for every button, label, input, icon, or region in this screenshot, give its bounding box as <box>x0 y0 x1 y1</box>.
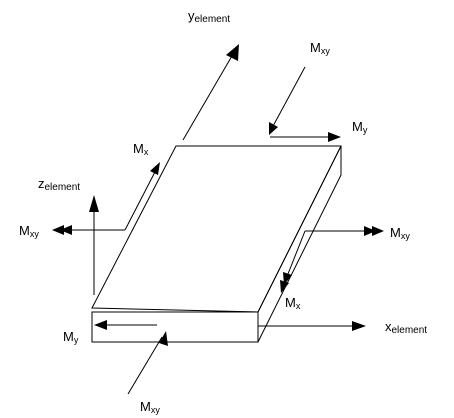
mxy-bottom-arrowhead <box>159 331 168 346</box>
x-element-label: xelement <box>385 320 427 336</box>
my-bottom-sub: y <box>73 335 79 345</box>
y-element-label: yelement <box>188 9 230 25</box>
y-element-sub: element <box>194 14 231 25</box>
mxy-top-label: Mxy <box>310 41 330 56</box>
y-axis-line <box>182 48 237 141</box>
my-bottom-main: M <box>63 329 74 344</box>
x-element-sub: element <box>391 325 428 336</box>
z-element-main: z <box>38 176 45 191</box>
mx-right-main: M <box>285 295 296 310</box>
mxy-right-main: M <box>390 225 401 240</box>
mxy-left-label: Mxy <box>19 224 39 239</box>
mxy-left-arrowhead-2 <box>60 225 72 235</box>
mxy-right-arrowhead-2 <box>364 226 376 236</box>
mxy-bottom-main: M <box>140 399 151 414</box>
x-axis-arrowhead <box>352 321 366 331</box>
y-element-main: y <box>188 8 195 23</box>
plate-side-face <box>257 145 342 343</box>
mxy-bottom-sub: xy <box>150 405 160 415</box>
z-axis-arrowhead <box>89 195 99 212</box>
mxy-left-main: M <box>19 223 30 238</box>
mx-right-arrowhead-2 <box>283 272 292 285</box>
mx-left-main: M <box>133 141 144 156</box>
mx-left-label: Mx <box>133 142 148 157</box>
mxy-top-arrowhead <box>269 122 278 135</box>
mx-left-shaft <box>124 169 157 231</box>
mxy-bottom-label: Mxy <box>140 400 160 415</box>
mxy-bottom-shaft <box>127 336 163 395</box>
plate-front-face <box>91 311 259 343</box>
mx-right-label: Mx <box>285 296 300 311</box>
mxy-right-arrowhead-1 <box>372 226 384 236</box>
mx-left-arrowhead <box>150 162 160 175</box>
my-top-main: M <box>352 119 363 134</box>
mxy-top-main: M <box>310 40 321 55</box>
mxy-left-sub: xy <box>29 229 39 239</box>
mx-right-arrowhead-1 <box>280 280 289 293</box>
my-top-arrowhead <box>328 132 341 142</box>
my-top-sub: y <box>362 125 368 135</box>
mx-left-sub: x <box>143 147 149 157</box>
mxy-top-shaft <box>271 66 306 129</box>
my-bottom-arrowhead <box>94 320 107 330</box>
z-element-label: zelement <box>38 177 80 193</box>
mxy-right-label: Mxy <box>390 226 410 241</box>
mxy-right-sub: xy <box>400 231 410 241</box>
my-bottom-label: My <box>63 330 78 345</box>
mx-right-sub: x <box>295 301 301 311</box>
y-axis-arrowhead <box>226 44 239 61</box>
z-element-sub: element <box>44 182 81 193</box>
mxy-top-sub: xy <box>320 46 330 56</box>
mxy-left-arrowhead-1 <box>52 225 64 235</box>
plate-top-face <box>91 145 342 313</box>
my-top-label: My <box>352 120 367 135</box>
x-element-main: x <box>385 319 392 334</box>
